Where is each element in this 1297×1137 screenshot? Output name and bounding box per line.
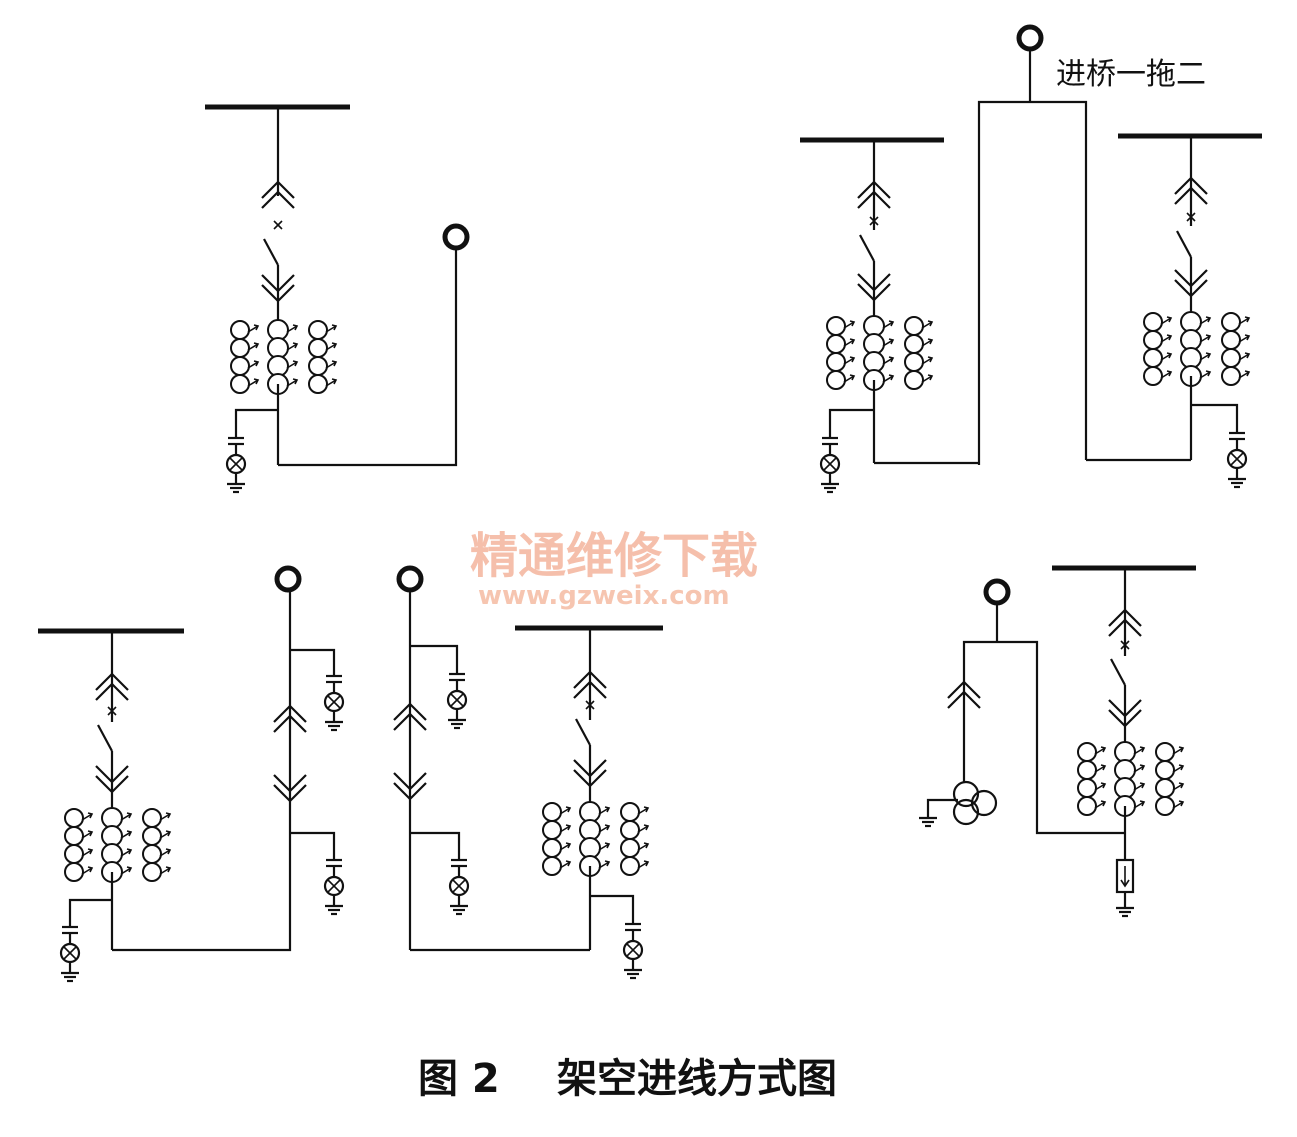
indicator-lamp <box>59 911 81 983</box>
circuit-breaker <box>858 215 880 263</box>
diagram-bridge-one-to-two: 进桥一拖二 <box>800 27 1262 494</box>
diagram-incoming-with-isolation <box>38 568 345 983</box>
cable-terminal <box>445 226 467 248</box>
indicator-lamp <box>1226 417 1248 489</box>
current-transformers <box>231 320 336 394</box>
diagram-incoming-with-isolation-mirror <box>392 568 663 980</box>
bridge-label: 进桥一拖二 <box>1056 57 1206 92</box>
current-transformers <box>543 802 648 876</box>
diagram-incoming-with-pt <box>919 565 1196 918</box>
circuit-breaker <box>574 699 596 747</box>
indicator-lamp <box>225 422 247 494</box>
indicator-lamp <box>448 844 470 916</box>
current-transformers <box>1144 312 1249 386</box>
watermark-url: www.gzweix.com <box>478 581 730 611</box>
indicator-lamp <box>446 658 468 730</box>
indicator-lamp <box>819 422 841 494</box>
current-transformers <box>1078 742 1183 816</box>
cable-terminal <box>986 581 1008 603</box>
surge-arrester <box>1115 858 1135 894</box>
circuit-breaker <box>96 705 118 753</box>
circuit-breaker <box>1175 211 1197 259</box>
cable-terminal <box>1019 27 1041 49</box>
cable-terminal <box>277 568 299 590</box>
circuit-breaker <box>1109 639 1131 687</box>
current-transformers <box>65 808 170 882</box>
indicator-lamp <box>622 908 644 980</box>
circuit-breaker <box>262 219 284 267</box>
current-transformers <box>827 316 932 390</box>
indicator-lamp <box>323 660 345 732</box>
indicator-lamp <box>323 844 345 916</box>
figure-title: 架空进线方式图 <box>557 1056 837 1102</box>
figure-number: 图 2 <box>418 1056 500 1102</box>
voltage-transformer <box>952 780 998 826</box>
diagram-single-incoming <box>205 104 467 494</box>
cable-terminal <box>399 568 421 590</box>
watermark-text: 精通维修下载 <box>470 528 758 584</box>
